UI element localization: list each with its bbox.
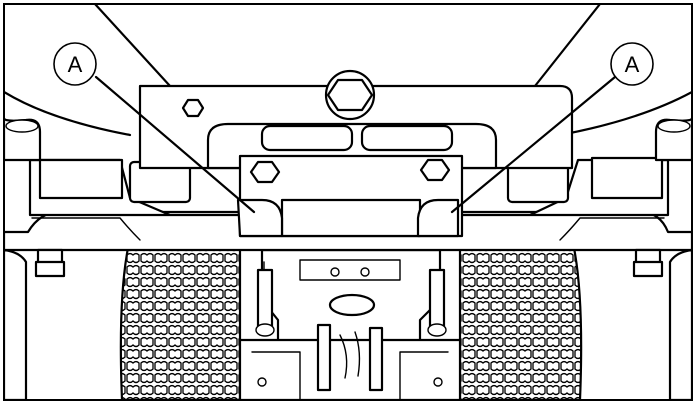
- hex-nut-left: [249, 160, 281, 184]
- leader-line-right: [450, 75, 617, 214]
- right-deck-roller: [632, 116, 692, 400]
- figure-border: [3, 3, 693, 401]
- callout-a-left-label: A: [68, 52, 83, 77]
- center-hex-bolt: [324, 69, 376, 121]
- left-tire: [119, 246, 242, 400]
- callout-a-right-label: A: [625, 52, 640, 77]
- hex-nut-small: [181, 98, 205, 118]
- transmission-assembly: [238, 248, 462, 400]
- left-deck-roller: [4, 116, 66, 400]
- right-tire: [458, 246, 583, 400]
- chassis-top: [4, 4, 692, 137]
- callout-a-right: A: [610, 42, 654, 86]
- hex-nut-right: [419, 158, 451, 182]
- leader-line-left: [94, 75, 256, 214]
- right-bracket-a: [416, 198, 460, 238]
- callout-a-left: A: [53, 42, 97, 86]
